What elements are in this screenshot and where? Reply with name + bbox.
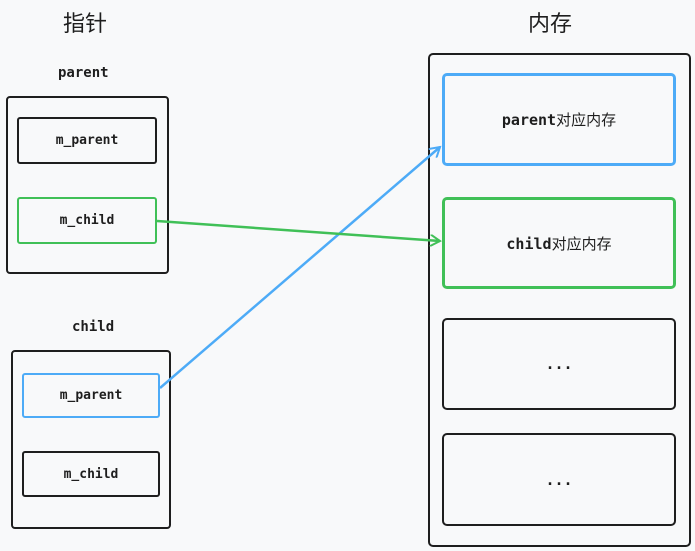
pointers-title: 指针 (63, 12, 108, 37)
child-m-parent-field: m_parent (22, 373, 160, 418)
memory-slot-parent: parent对应内存 (442, 73, 676, 166)
memory-title: 内存 (528, 12, 573, 37)
memory-slot-parent-name: parent (501, 111, 557, 129)
memory-slot-3: ... (442, 318, 676, 410)
child-m-parent-arrow (159, 147, 440, 389)
memory-slot-4: ... (442, 433, 676, 526)
parent-m-child-arrow (156, 219, 440, 241)
child-object-box (11, 350, 171, 529)
memory-slot-child-name: child (506, 234, 552, 253)
parent-m-child-field: m_child (17, 197, 157, 244)
memory-slot-4-text: ... (545, 470, 573, 489)
parent-object-box (6, 96, 169, 274)
memory-slot-parent-text: 对应内存 (556, 111, 617, 129)
child-m-child-field: m_child (22, 451, 160, 497)
memory-box (428, 53, 691, 547)
parent-label: parent (58, 65, 109, 81)
child-label: child (72, 319, 115, 335)
memory-slot-child-text: 对应内存 (551, 234, 612, 253)
parent-m-parent-field: m_parent (17, 117, 157, 164)
memory-slot-3-text: ... (545, 355, 573, 373)
memory-slot-child: child对应内存 (442, 197, 676, 289)
